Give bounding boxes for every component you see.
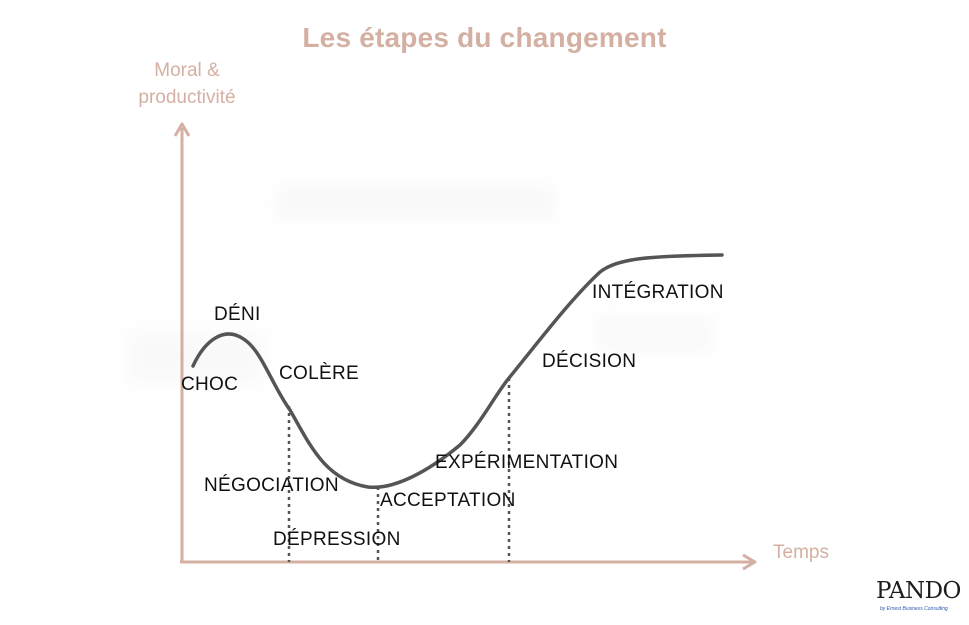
x-axis-label: Temps [773, 542, 829, 563]
stage-label-acceptation: ACCEPTATION [380, 490, 516, 511]
stage-label-colere: COLÈRE [279, 363, 359, 384]
stage-label-experimentation: EXPÉRIMENTATION [435, 452, 619, 473]
guide-lines [287, 378, 511, 562]
pando-logo: PANDO by Ernest Business Consulting [872, 578, 962, 616]
axes [173, 122, 757, 571]
stage-label-negociation: NÉGOCIATION [204, 475, 339, 496]
change-curve [191, 253, 724, 490]
stage-label-choc: CHOC [181, 374, 239, 395]
stage-label-depression: DÉPRESSION [273, 529, 401, 550]
y-axis-label-line1: Moral & [154, 60, 220, 81]
stage-label-deni: DÉNI [214, 304, 261, 325]
stage-label-integration: INTÉGRATION [592, 282, 724, 303]
logo-tagline: by Ernest Business Consulting [880, 606, 948, 612]
y-axis-label: Moral & productivité [122, 57, 252, 111]
y-axis-label-line2: productivité [138, 87, 236, 108]
x-axis-arrowhead [742, 553, 757, 571]
stage-label-decision: DÉCISION [542, 351, 637, 372]
y-axis-arrowhead [173, 122, 191, 137]
logo-name: PANDO [876, 578, 961, 604]
chart-title: Les étapes du changement [302, 22, 667, 53]
